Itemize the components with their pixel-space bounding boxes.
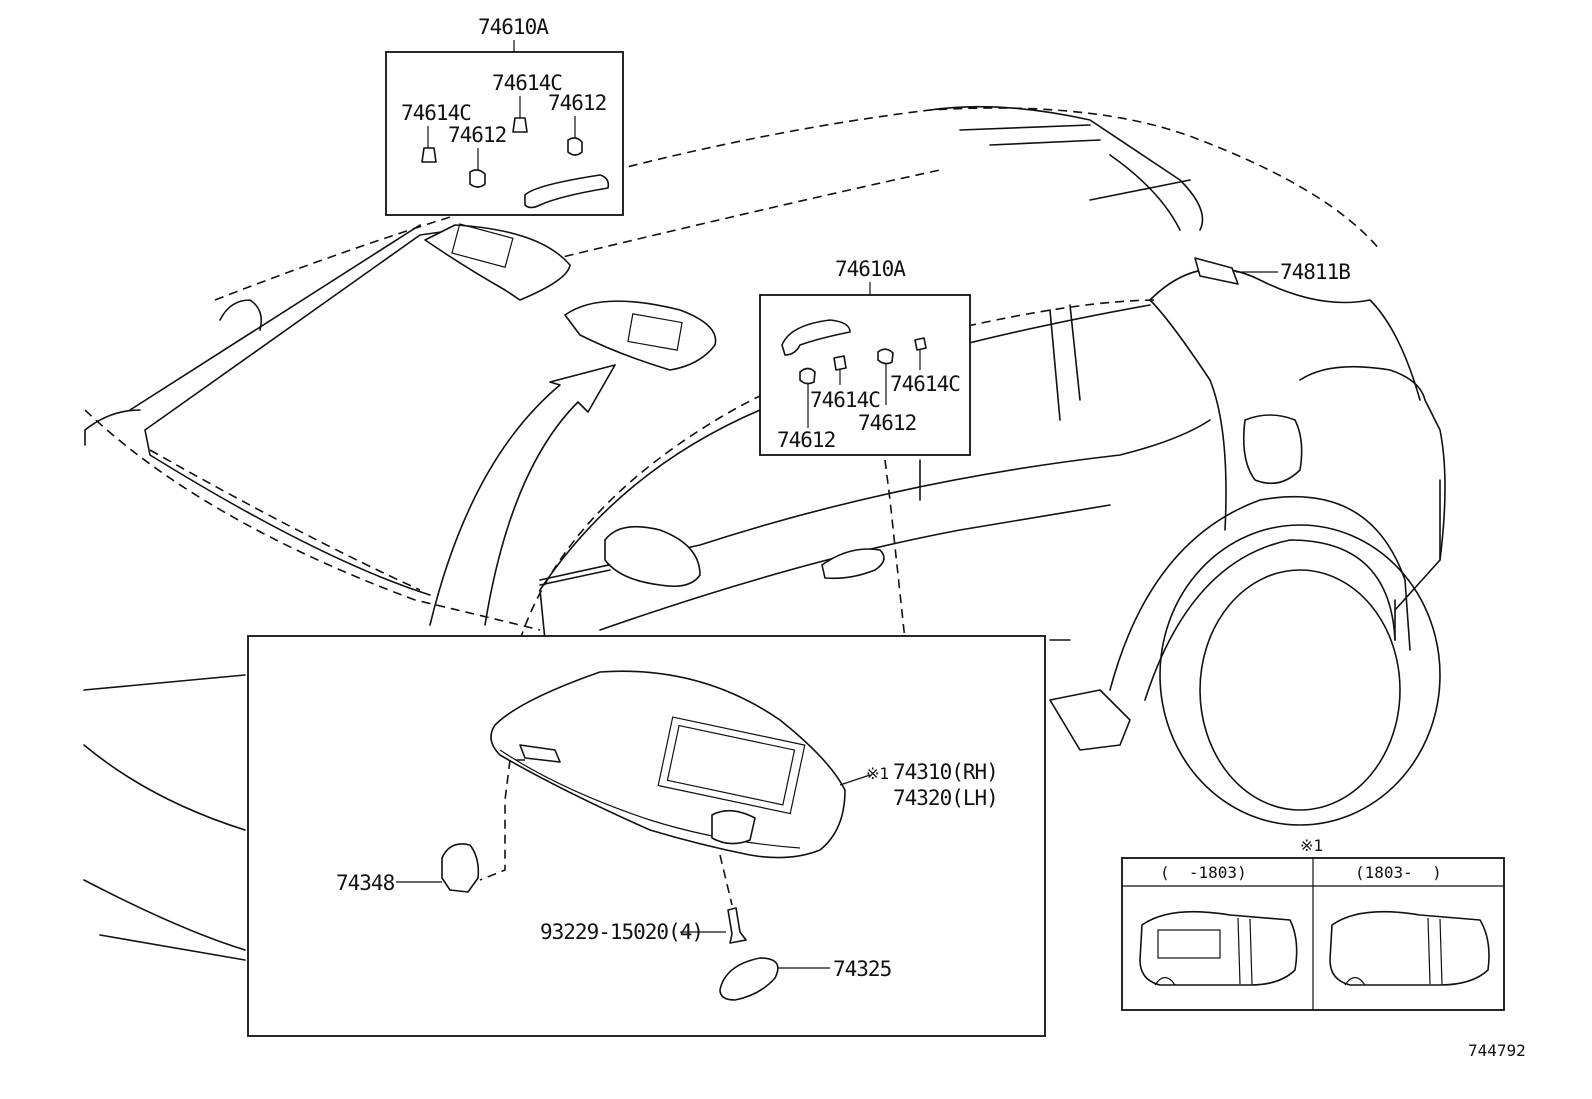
callout-box-mid-assist-grip: 74610A 74614C 74614C 74612 74612 — [759, 257, 971, 456]
label-74614C-top-left: 74614C — [401, 101, 471, 125]
label-74614C-top-mid: 74614C — [492, 71, 562, 95]
label-74310RH: 74310(RH) — [893, 760, 998, 784]
clip-icon — [833, 355, 847, 371]
cap-icon — [877, 348, 894, 365]
label-visor-mark: ※1 — [866, 764, 889, 783]
lamp-icon — [1194, 257, 1239, 285]
label-74811B: 74811B — [1280, 260, 1350, 284]
label-74612-mid-left: 74612 — [777, 428, 835, 452]
installed-visors — [424, 223, 717, 371]
clip-icon — [914, 337, 927, 351]
visor-holder-icon — [441, 843, 480, 893]
label-74614C-mid-right: 74614C — [890, 372, 960, 396]
label-74348: 74348 — [336, 871, 395, 895]
cap-icon — [469, 169, 486, 188]
cap-icon — [799, 367, 816, 385]
callout-rear-lamp: 74811B — [1194, 257, 1351, 285]
clip-icon — [421, 147, 437, 163]
label-74610A-mid: 74610A — [835, 257, 906, 281]
label-74610A-top: 74610A — [478, 15, 549, 39]
variant-col1-header: ( -1803) — [1160, 863, 1247, 882]
label-74325: 74325 — [833, 957, 891, 981]
clip-icon — [512, 117, 528, 133]
figure-id: 744792 — [1468, 1041, 1526, 1060]
variant-table: ※1 ( -1803) (1803- ) — [1121, 836, 1505, 1011]
visor-variant-old-icon — [1139, 910, 1298, 986]
assist-grip-icon — [781, 319, 851, 356]
label-74612-mid-right: 74612 — [858, 411, 916, 435]
variant-mark: ※1 — [1300, 836, 1323, 855]
visor-variant-new-icon — [1329, 910, 1490, 986]
callout-box-top-assist-grip: 74610A 74614C 74612 74614C 74612 — [385, 15, 624, 216]
label-74614C-mid-left: 74614C — [810, 388, 880, 412]
label-93229-15020: 93229-15020(4) — [540, 920, 703, 944]
cap-icon — [567, 137, 583, 156]
sun-visor-icon — [490, 670, 846, 859]
detail-box-sun-visor: 74348 93229-15020(4) 74325 ※1 74310(RH) … — [247, 635, 1046, 1037]
label-74612-top-right: 74612 — [548, 91, 606, 115]
screw-icon — [727, 907, 747, 944]
variant-col2-header: (1803- ) — [1355, 863, 1442, 882]
cover-icon — [719, 957, 779, 1001]
assist-grip-icon — [524, 174, 610, 209]
label-74612-top-left: 74612 — [448, 123, 506, 147]
label-74320LH: 74320(LH) — [893, 786, 998, 810]
